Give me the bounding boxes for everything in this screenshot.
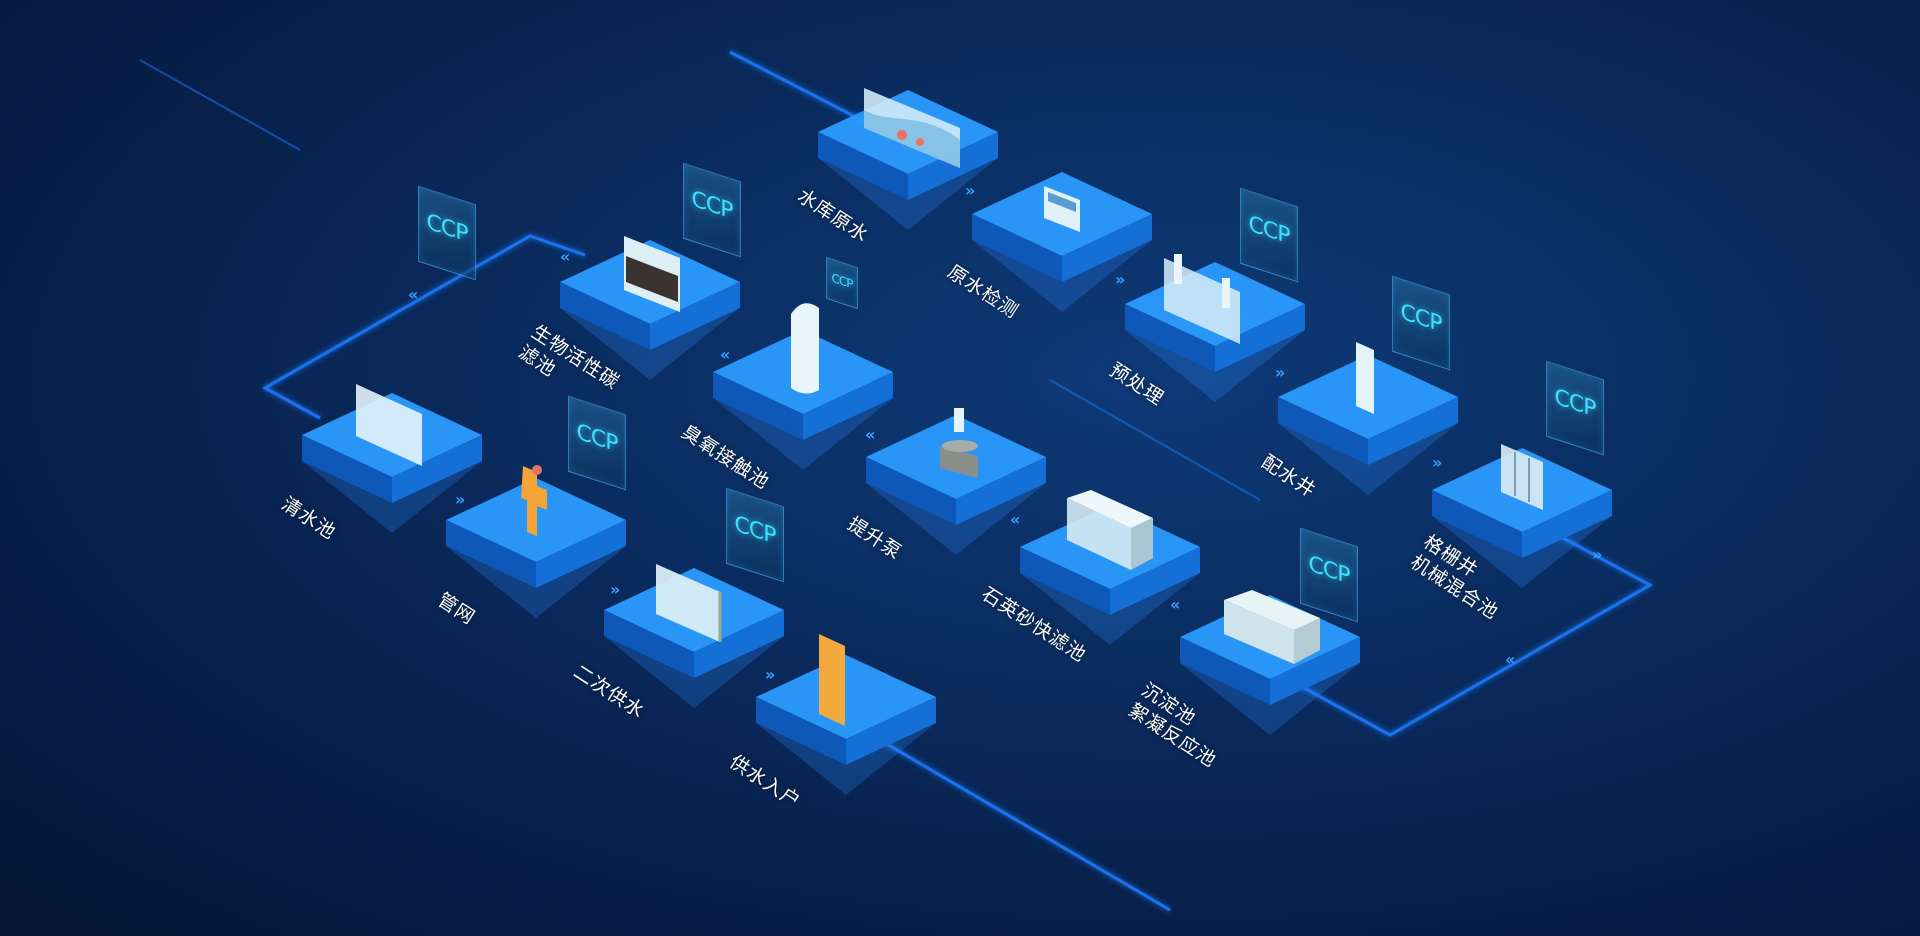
carbon-filter-icon [624, 236, 680, 312]
flow-chevron: » [610, 580, 620, 599]
ccp-text: CCP [576, 419, 618, 458]
reservoir-landscape-icon [864, 88, 960, 168]
flow-chevron: « [1170, 595, 1180, 614]
ccp-text: CCP [1308, 551, 1350, 590]
flow-line-right-loop [1274, 518, 1654, 737]
flow-chevron: » [1432, 453, 1442, 472]
flow-chevron: « [1010, 510, 1020, 529]
flow-chevron: « [1505, 650, 1515, 669]
ccp-text: CCP [1248, 211, 1290, 250]
flow-chevron: « [720, 345, 730, 364]
distribution-well-icon [1356, 342, 1374, 414]
sediment-tank-icon [1224, 590, 1320, 664]
flow-chevron: » [455, 490, 465, 509]
flow-chevron: » [965, 181, 975, 200]
station-tile-quartz-filter [1020, 505, 1200, 645]
pipe-network-icon [521, 465, 547, 536]
pump-icon [940, 408, 978, 478]
flow-line-faint-1 [139, 59, 301, 151]
flow-line-outlet [879, 738, 1171, 912]
flow-chevron: » [1115, 270, 1125, 289]
ccp-text: CCP [426, 209, 468, 248]
flow-line-faint-2 [1049, 379, 1261, 501]
flow-chevron: « [865, 425, 875, 444]
flow-chevron: « [408, 285, 418, 304]
ccp-text: CCP [1400, 299, 1442, 338]
ccp-text: CCP [831, 270, 853, 292]
ccp-text: CCP [734, 511, 776, 550]
station-tile-pipe-net [446, 478, 626, 618]
quartz-filter-icon [1067, 490, 1153, 570]
ccp-text: CCP [1554, 384, 1596, 423]
clear-water-pool-icon [356, 384, 422, 466]
flow-chevron: « [560, 247, 570, 266]
monitor-icon [1044, 186, 1080, 232]
ccp-text: CCP [691, 186, 733, 225]
flow-chevron: » [1592, 545, 1602, 564]
station-tile-household [756, 655, 936, 795]
grid-well-icon [1501, 444, 1543, 510]
flow-chevron: » [1275, 363, 1285, 382]
flow-chevron: » [765, 665, 775, 684]
flow-line-left-loop [261, 234, 586, 420]
pretreatment-tank-icon [1164, 254, 1240, 344]
ozone-tank-icon [791, 303, 819, 394]
household-door-icon [819, 634, 845, 726]
secondary-supply-tank-icon [656, 564, 722, 642]
